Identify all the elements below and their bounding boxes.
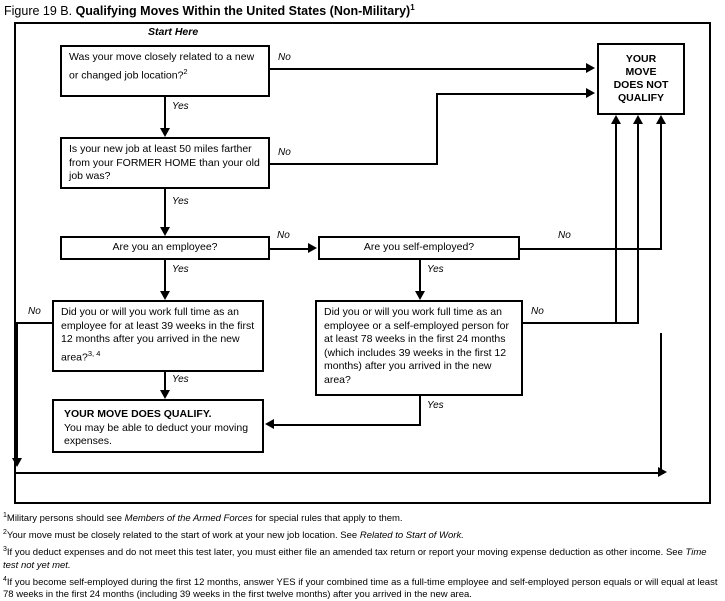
figure-number: Figure 19 B.	[4, 4, 73, 19]
edge-q2-no-arrowhead	[586, 88, 595, 98]
edge-q3-yes-line	[164, 260, 166, 292]
edge-q2-no-line-h1	[270, 163, 438, 165]
footnote-text-run: If you deduct expenses and do not meet t…	[6, 547, 686, 559]
figure-title-text: Qualifying Moves Within the United State…	[75, 4, 411, 19]
edge-q2-yes-arrowhead	[160, 227, 170, 236]
edge-q4-yes-arrowhead	[415, 291, 425, 300]
edge-q4-no-line-h	[520, 248, 662, 250]
edge-q6-no-line-v-lower	[660, 333, 662, 474]
footnote-text-run: for special rules that apply to them.	[252, 513, 403, 525]
q5-footnote-marker: 3, 4	[87, 348, 101, 358]
page-title: Figure 19 B. Qualifying Moves Within the…	[4, 3, 415, 18]
edge-label-q5-yes: Yes	[172, 374, 189, 385]
footnote-4: 4If you become self-employed during the …	[3, 574, 721, 601]
edge-q5-no-line-h	[16, 322, 54, 324]
edge-label-q4-yes: Yes	[427, 264, 444, 275]
edge-q3-no-arrowhead	[308, 243, 317, 253]
terminal-not-qualify-line3: DOES NOT	[613, 79, 669, 91]
edge-q1-yes-line	[164, 97, 166, 129]
decision-box-distance-test-text: Is your new job at least 50 miles farthe…	[69, 143, 260, 182]
edge-q6-yes-line-v	[419, 396, 421, 426]
decision-box-are-you-employee[interactable]: Are you an employee?	[60, 236, 270, 260]
decision-box-are-you-self-employed[interactable]: Are you self-employed?	[318, 236, 520, 260]
footnote-2: 2Your move must be closely related to th…	[3, 527, 721, 543]
bottom-return-rail-arrowhead	[658, 467, 667, 477]
terminal-not-qualify-line1: YOUR	[625, 53, 657, 65]
decision-box-are-you-self-employed-text: Are you self-employed?	[363, 241, 475, 254]
decision-box-job-location[interactable]: Was your move closely related to a new o…	[60, 45, 270, 97]
decision-box-time-test-self-employed-text: Did you or will you work full time as an…	[324, 306, 510, 386]
edge-extra-up-line	[615, 124, 617, 324]
edge-label-q6-yes: Yes	[427, 400, 444, 411]
footnote-1: 1Military persons should see Members of …	[3, 510, 721, 526]
terminal-qualify-body: You may be able to deduct your moving ex…	[64, 421, 249, 448]
edge-q6-yes-arrowhead	[265, 419, 274, 429]
edge-q4-no-arrowhead	[656, 115, 666, 124]
terminal-qualify-headline: YOUR MOVE DOES QUALIFY.	[64, 408, 212, 420]
edge-q4-no-line-v	[660, 124, 662, 250]
edge-q4-yes-line	[419, 260, 421, 292]
decision-box-job-location-text: Was your move closely related to a new o…	[69, 51, 255, 81]
edge-extra-up-arrowhead	[611, 115, 621, 124]
footnote-text-run: Time test not yet met.	[3, 547, 707, 571]
terminal-not-qualify-line4: QUALIFY	[617, 92, 665, 104]
terminal-box-move-does-not-qualify: YOUR MOVE DOES NOT QUALIFY	[597, 43, 685, 115]
footnote-text-run: Related to Start of Work.	[359, 530, 464, 542]
edge-q1-no-arrowhead	[586, 63, 595, 73]
decision-box-time-test-self-employed[interactable]: Did you or will you work full time as an…	[315, 300, 523, 396]
footnote-text-run: Your move must be closely related to the…	[6, 530, 360, 542]
terminal-not-qualify-line2: MOVE	[625, 66, 657, 78]
edge-q1-yes-arrowhead	[160, 128, 170, 137]
edge-label-q5-no: No	[28, 306, 41, 317]
title-footnote-marker: 1	[410, 3, 415, 12]
edge-q6-yes-line-h	[274, 424, 421, 426]
edge-label-q4-no: No	[558, 230, 571, 241]
decision-box-time-test-employee-text: Did you or will you work full time as an…	[61, 306, 255, 363]
decision-box-are-you-employee-text: Are you an employee?	[112, 241, 218, 254]
footnote-marker-4: 4	[3, 575, 7, 583]
footnote-marker-2: 2	[3, 529, 7, 537]
edge-label-q2-no: No	[278, 147, 291, 158]
edge-q2-no-line-h2	[436, 93, 588, 95]
edge-q5-yes-arrowhead	[160, 390, 170, 399]
edge-q3-no-line	[270, 248, 309, 250]
edge-label-q6-no: No	[531, 306, 544, 317]
edge-q2-yes-line	[164, 189, 166, 228]
edge-q5-no-line-v	[16, 322, 18, 462]
edge-q6-no-line-h	[523, 322, 639, 324]
edge-q5-yes-line	[164, 372, 166, 392]
edge-label-q1-no: No	[278, 52, 291, 63]
footnote-3: 3If you deduct expenses and do not meet …	[3, 544, 721, 572]
footnote-marker-1: 1	[3, 512, 7, 519]
edge-label-q2-yes: Yes	[172, 196, 189, 207]
footnote-marker-3: 3	[3, 546, 7, 554]
edge-q1-no-line	[270, 68, 588, 70]
edge-q3-yes-arrowhead	[160, 291, 170, 300]
edge-label-q3-no: No	[277, 230, 290, 241]
footnote-text-run: Members of the Armed Forces	[124, 513, 253, 525]
edge-q5-no-arrowhead	[12, 458, 22, 467]
footnote-text-run: Military persons should see	[6, 513, 125, 525]
start-here-label: Start Here	[148, 26, 199, 38]
edge-label-q1-yes: Yes	[172, 101, 189, 112]
edge-q6-no-line-v	[637, 124, 639, 324]
terminal-box-move-qualifies: YOUR MOVE DOES QUALIFY. You may be able …	[52, 399, 264, 453]
decision-box-time-test-employee[interactable]: Did you or will you work full time as an…	[52, 300, 264, 372]
edge-q6-no-arrowhead	[633, 115, 643, 124]
edge-q2-no-line-v	[436, 93, 438, 165]
q1-footnote-marker: 2	[183, 66, 188, 76]
bottom-return-rail	[16, 472, 664, 474]
footnote-text-run: If you become self-employed during the f…	[3, 576, 718, 601]
decision-box-distance-test[interactable]: Is your new job at least 50 miles farthe…	[60, 137, 270, 189]
edge-label-q3-yes: Yes	[172, 264, 189, 275]
footnotes-block: 1Military persons should see Members of …	[3, 510, 721, 601]
